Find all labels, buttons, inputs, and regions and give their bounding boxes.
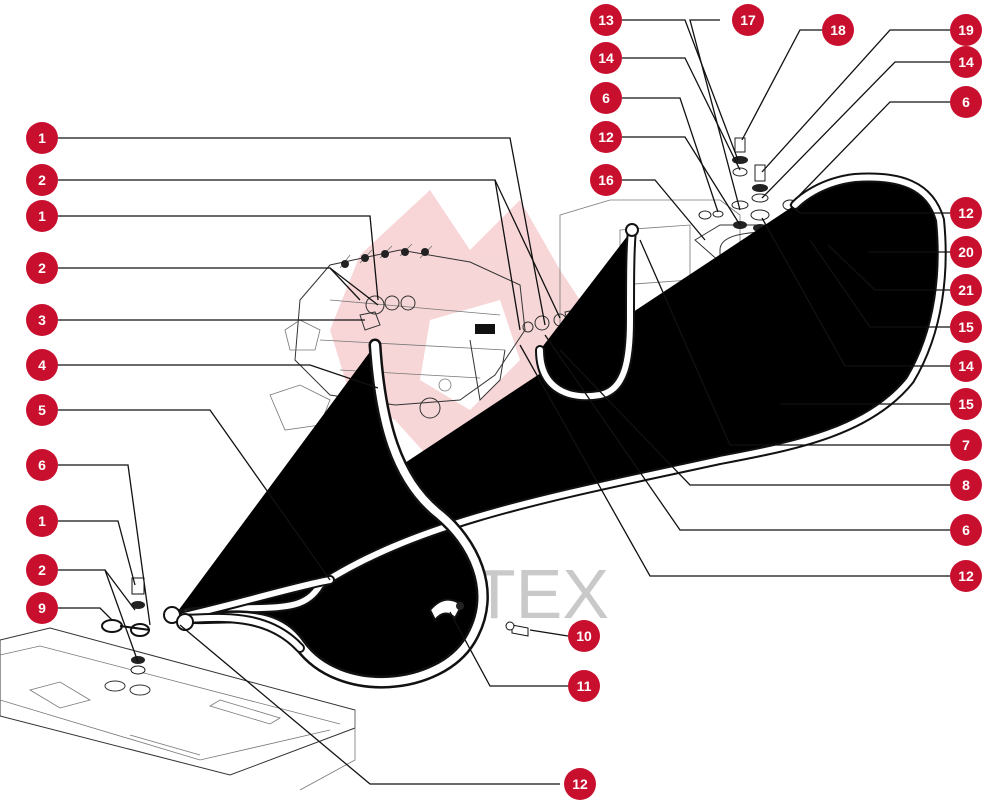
svg-text:17: 17 bbox=[740, 12, 756, 28]
svg-text:18: 18 bbox=[830, 22, 846, 38]
svg-text:1: 1 bbox=[38, 208, 46, 224]
callout-12: 12 bbox=[950, 560, 982, 592]
callout-2: 2 bbox=[26, 554, 58, 586]
callout-2: 2 bbox=[26, 164, 58, 196]
svg-text:4: 4 bbox=[38, 357, 46, 373]
callout-3: 3 bbox=[26, 304, 58, 336]
svg-text:16: 16 bbox=[598, 172, 614, 188]
svg-text:5: 5 bbox=[38, 402, 46, 418]
svg-text:14: 14 bbox=[958, 54, 974, 70]
svg-text:14: 14 bbox=[598, 50, 614, 66]
svg-text:13: 13 bbox=[598, 12, 614, 28]
callout-5: 5 bbox=[26, 394, 58, 426]
svg-text:12: 12 bbox=[598, 129, 614, 145]
callout-10: 10 bbox=[568, 620, 600, 652]
callout-1: 1 bbox=[26, 122, 58, 154]
svg-text:2: 2 bbox=[38, 260, 46, 276]
callout-6: 6 bbox=[26, 449, 58, 481]
callout-6: 6 bbox=[590, 82, 622, 114]
callout-13: 13 bbox=[590, 4, 622, 36]
callout-6: 6 bbox=[950, 86, 982, 118]
callout-17: 17 bbox=[732, 4, 764, 36]
callout-8: 8 bbox=[950, 469, 982, 501]
callout-9: 9 bbox=[26, 592, 58, 624]
svg-text:10: 10 bbox=[576, 628, 592, 644]
callout-20: 20 bbox=[950, 236, 982, 268]
callout-18: 18 bbox=[822, 14, 854, 46]
svg-text:6: 6 bbox=[962, 522, 970, 538]
svg-text:9: 9 bbox=[38, 600, 46, 616]
callout-6: 6 bbox=[950, 514, 982, 546]
callout-11: 11 bbox=[568, 670, 600, 702]
callout-15: 15 bbox=[950, 311, 982, 343]
callout-16: 16 bbox=[590, 164, 622, 196]
callout-21: 21 bbox=[950, 274, 982, 306]
svg-text:3: 3 bbox=[38, 312, 46, 328]
callout-7: 7 bbox=[950, 429, 982, 461]
svg-text:12: 12 bbox=[958, 205, 974, 221]
svg-text:21: 21 bbox=[958, 282, 974, 298]
fuel-hoses bbox=[175, 177, 942, 682]
svg-text:19: 19 bbox=[958, 22, 974, 38]
svg-text:8: 8 bbox=[962, 477, 970, 493]
svg-text:15: 15 bbox=[958, 396, 974, 412]
callout-12: 12 bbox=[590, 121, 622, 153]
svg-text:14: 14 bbox=[958, 358, 974, 374]
svg-text:2: 2 bbox=[38, 172, 46, 188]
callout-1: 1 bbox=[26, 200, 58, 232]
callout-4: 4 bbox=[26, 349, 58, 381]
callout-14: 14 bbox=[590, 42, 622, 74]
svg-text:7: 7 bbox=[962, 437, 970, 453]
frame-platform-sketch bbox=[0, 627, 356, 791]
svg-text:6: 6 bbox=[962, 94, 970, 110]
svg-text:6: 6 bbox=[38, 457, 46, 473]
injection-pump-sketch bbox=[269, 243, 526, 431]
callout-15: 15 bbox=[950, 388, 982, 420]
callout-2: 2 bbox=[26, 252, 58, 284]
callout-19: 19 bbox=[950, 14, 982, 46]
svg-text:15: 15 bbox=[958, 319, 974, 335]
svg-text:6: 6 bbox=[602, 90, 610, 106]
callout-14: 14 bbox=[950, 350, 982, 382]
svg-text:11: 11 bbox=[577, 678, 592, 694]
callout-12: 12 bbox=[950, 197, 982, 229]
svg-text:1: 1 bbox=[38, 513, 46, 529]
leader-lines bbox=[58, 19, 950, 785]
svg-text:2: 2 bbox=[38, 562, 46, 578]
callout-12: 12 bbox=[564, 768, 596, 800]
svg-text:20: 20 bbox=[958, 244, 974, 260]
callouts: 1 2 1 2 3 4 5 6 1 2 9 12 10 11 13 17 18 … bbox=[26, 4, 982, 800]
svg-text:12: 12 bbox=[572, 776, 588, 792]
svg-text:1: 1 bbox=[38, 130, 46, 146]
hose-fittings bbox=[163, 223, 639, 637]
svg-text:12: 12 bbox=[958, 568, 974, 584]
callout-1: 1 bbox=[26, 505, 58, 537]
left-banjo-assembly bbox=[101, 577, 151, 675]
callout-14: 14 bbox=[950, 46, 982, 78]
